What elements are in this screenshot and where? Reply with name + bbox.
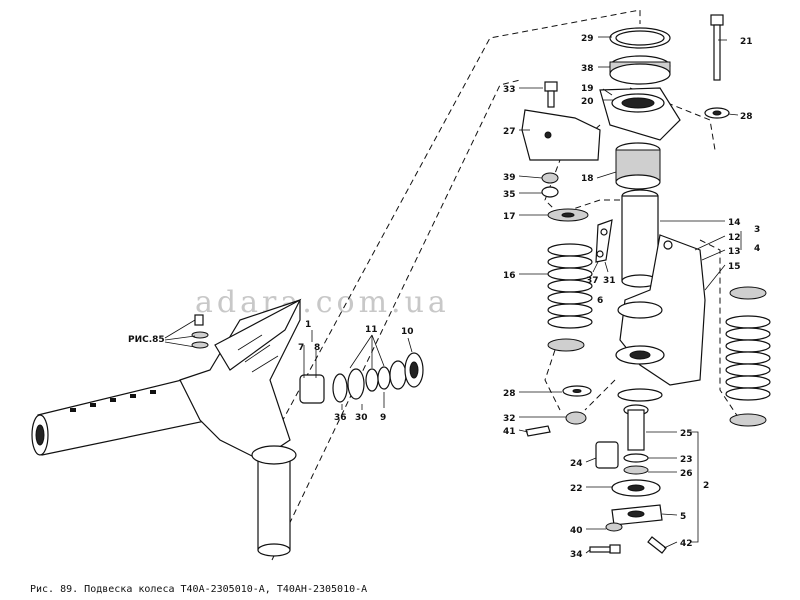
nut-40-bolt-34 [589, 522, 623, 554]
callout-5: 5 [680, 512, 686, 522]
callout-14: 14 [728, 218, 741, 228]
callout-10: 10 [401, 327, 414, 337]
steering-knuckle-housing [179, 298, 302, 461]
figure-caption: Рис. 89. Подвеска колеса Т40А-2305010-А,… [30, 584, 367, 595]
callout-24: 24 [570, 459, 583, 469]
callout-36: 36 [334, 413, 347, 423]
callout-labels: 1 2 3 4 5 6 7 8 9 10 11 12 13 14 15 16 1… [298, 34, 760, 560]
callout-25: 25 [680, 429, 693, 439]
bushing-washer-stack [299, 352, 424, 404]
callout-32: 32 [503, 414, 516, 424]
callout-7: 7 [298, 343, 304, 353]
pin-42 [647, 536, 667, 554]
cover-27 [521, 109, 601, 161]
callout-28a: 28 [503, 389, 516, 399]
callout-27: 27 [503, 127, 516, 137]
callout-11: 11 [365, 325, 378, 335]
lower-ring-and-washer [562, 385, 663, 402]
callout-21: 21 [740, 37, 753, 47]
callout-18: 18 [581, 174, 594, 184]
nut-washer-39-35 [541, 172, 559, 198]
callout-22: 22 [570, 484, 583, 494]
callout-40: 40 [570, 526, 583, 536]
callout-20: 20 [581, 97, 594, 107]
callout-41: 41 [503, 427, 516, 437]
callout-34: 34 [570, 550, 583, 560]
callout-13: 13 [728, 247, 741, 257]
top-ring-29 [609, 27, 671, 49]
washers-23-26 [623, 453, 649, 475]
bearing-38 [609, 55, 671, 85]
kingpin-tube [251, 445, 297, 557]
bushing-18 [615, 142, 661, 190]
callout-3: 3 [754, 225, 760, 235]
callout-19: 19 [581, 84, 594, 94]
bolt-21 [704, 14, 730, 119]
callout-2: 2 [703, 481, 709, 491]
callout-33: 33 [503, 85, 516, 95]
knuckle-body-12-13 [615, 234, 706, 386]
callout-16: 16 [503, 271, 516, 281]
callout-17: 17 [503, 212, 516, 222]
leader-lines [303, 36, 742, 554]
upper-bracket-19-20 [599, 87, 681, 141]
callout-23: 23 [680, 455, 693, 465]
link-31-37 [595, 219, 613, 263]
callout-30: 30 [355, 413, 368, 423]
callout-31: 31 [603, 276, 616, 286]
callout-15: 15 [728, 262, 741, 272]
watermark: adara.com.ua [195, 285, 450, 320]
callout-42: 42 [680, 539, 693, 549]
cap-5 [611, 504, 663, 526]
callout-37: 37 [586, 276, 599, 286]
axle-beam [31, 377, 211, 456]
callout-29: 29 [581, 34, 594, 44]
ref-label-fig85: РИС.85 [128, 335, 165, 345]
callout-39: 39 [503, 173, 516, 183]
callout-35: 35 [503, 190, 516, 200]
right-spring [725, 286, 771, 427]
callout-12: 12 [728, 233, 741, 243]
callout-26: 26 [680, 469, 693, 479]
stand-tube-14 [621, 189, 659, 288]
bushing-24 [595, 441, 619, 469]
lower-spring-seat [547, 338, 585, 352]
callout-8: 8 [314, 343, 320, 353]
callout-38: 38 [581, 64, 594, 74]
callout-9: 9 [380, 413, 386, 423]
spring-seat-17 [547, 208, 589, 222]
ref-leader [164, 319, 196, 348]
callout-6: 6 [597, 296, 603, 306]
pin-25 [623, 404, 649, 451]
spring-16 [547, 243, 593, 329]
callout-1: 1 [305, 320, 311, 330]
callout-28b: 28 [740, 112, 753, 122]
plate-22 [611, 479, 661, 497]
bolt-33 [544, 81, 558, 108]
nut-32-pin-41 [525, 411, 587, 437]
callout-4: 4 [754, 244, 760, 254]
